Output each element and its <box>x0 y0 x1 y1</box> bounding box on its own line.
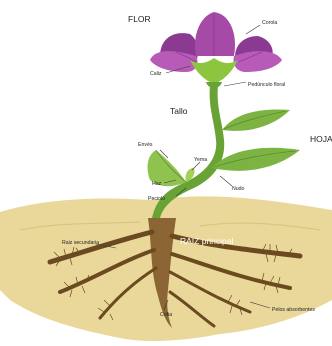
label-tallo: Tallo <box>170 106 188 116</box>
petal-center <box>195 12 235 56</box>
petal-front-right <box>234 51 283 72</box>
label-pelos-absorbentes: Pelos absorbentes <box>272 307 315 313</box>
label-hoja: HOJA <box>310 134 332 144</box>
label-yema: Yema <box>194 157 207 163</box>
peduncle-node <box>206 82 222 88</box>
leaf-right-lower <box>212 148 300 171</box>
label-peciolo: Peciolo <box>148 196 165 202</box>
label-nudo: Nudo <box>232 186 245 192</box>
label-cofia: Cofia <box>160 312 172 318</box>
label-enves: Envés <box>138 142 153 148</box>
label-raiz-secundaria: Raiz secundaria <box>62 240 99 246</box>
label-flor: FLOR <box>128 14 151 24</box>
label-haz: Haz <box>152 181 162 187</box>
label-caliz: Caliz <box>150 71 162 77</box>
label-corola: Corola <box>262 20 277 26</box>
label-raiz-principal: RAIZ principal <box>180 236 233 246</box>
label-pedunculo: Pedúnculo floral <box>248 82 285 88</box>
leaf-right-upper <box>222 110 290 131</box>
